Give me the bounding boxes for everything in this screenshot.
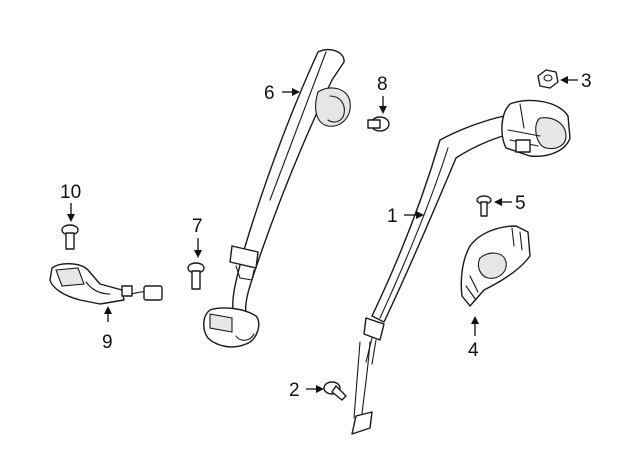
part-9-buckle[interactable] — [49, 263, 163, 305]
callout-10: 10 — [60, 182, 81, 203]
callout-4: 4 — [468, 340, 479, 361]
callout-6: 6 — [264, 83, 275, 104]
part-1-rear-belt[interactable] — [351, 99, 571, 435]
part-5-bolt[interactable] — [476, 195, 492, 217]
part-4-guide-bracket[interactable] — [460, 225, 531, 307]
part-7-bolt[interactable] — [187, 262, 205, 290]
callout-3: 3 — [581, 71, 592, 92]
part-6-center-belt[interactable] — [203, 48, 351, 348]
callout-5: 5 — [515, 193, 526, 214]
callout-9: 9 — [102, 332, 113, 353]
part-2-bolt[interactable] — [323, 381, 347, 401]
leader-lines — [67, 76, 578, 393]
callout-1: 1 — [387, 206, 398, 227]
part-10-bolt[interactable] — [61, 224, 79, 250]
callout-2: 2 — [289, 380, 300, 401]
callout-labels: 1 2 3 4 5 6 7 8 9 10 — [60, 71, 592, 401]
callout-7: 7 — [192, 216, 203, 237]
callout-8: 8 — [377, 74, 388, 95]
part-8-bolt[interactable] — [367, 116, 390, 132]
part-3-nut[interactable] — [537, 69, 559, 89]
